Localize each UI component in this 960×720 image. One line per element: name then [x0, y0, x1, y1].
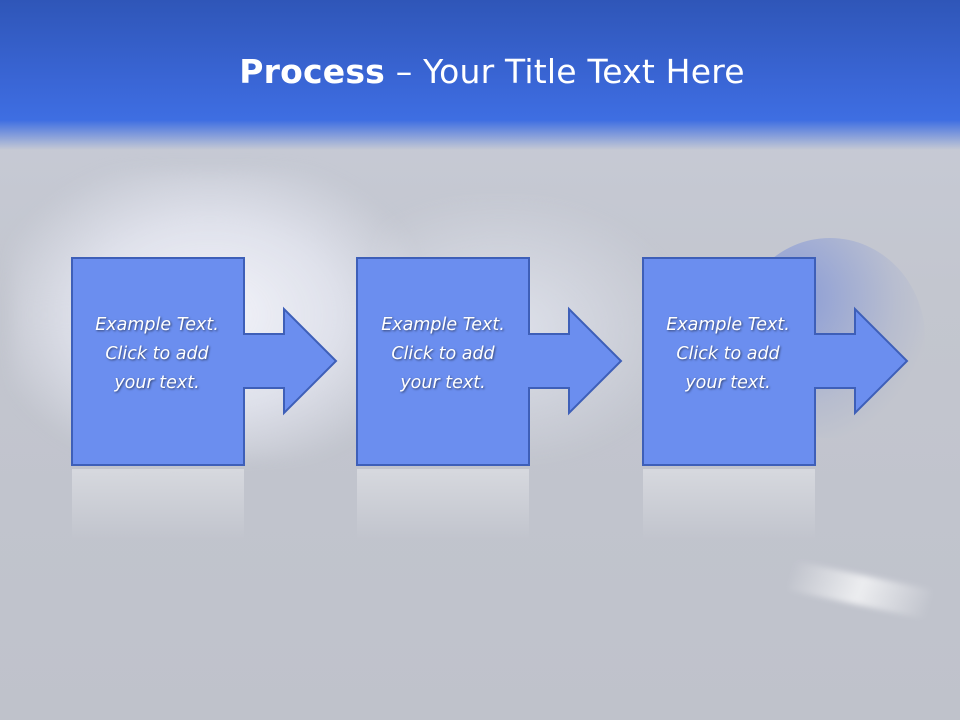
step-3-line-2: Click to add	[676, 344, 780, 364]
header-band	[0, 0, 960, 150]
title-bold: Process	[239, 52, 386, 91]
step-1-line-1: Example Text.	[95, 315, 219, 335]
step-2-line-1: Example Text.	[381, 315, 505, 335]
title-rest: – Your Title Text Here	[385, 52, 745, 91]
step-1-line-3: your text.	[114, 373, 200, 393]
step-2-line-3: your text.	[400, 373, 486, 393]
step-1-text[interactable]: Example Text. Click to add your text.	[70, 311, 244, 398]
step-3-reflection	[643, 469, 815, 540]
step-1-line-2: Click to add	[105, 344, 209, 364]
step-1-reflection	[72, 469, 244, 540]
step-2-line-2: Click to add	[391, 344, 495, 364]
step-3-line-1: Example Text.	[666, 315, 790, 335]
step-2-text[interactable]: Example Text. Click to add your text.	[356, 311, 530, 398]
step-1-arrow-box[interactable]	[71, 257, 338, 466]
step-3-line-3: your text.	[685, 373, 771, 393]
step-3-arrow-box[interactable]	[642, 257, 909, 466]
step-3-text[interactable]: Example Text. Click to add your text.	[641, 311, 815, 398]
step-2-reflection	[357, 469, 529, 540]
slide-title[interactable]: Process – Your Title Text Here	[0, 52, 960, 91]
step-2-arrow-box[interactable]	[356, 257, 623, 466]
